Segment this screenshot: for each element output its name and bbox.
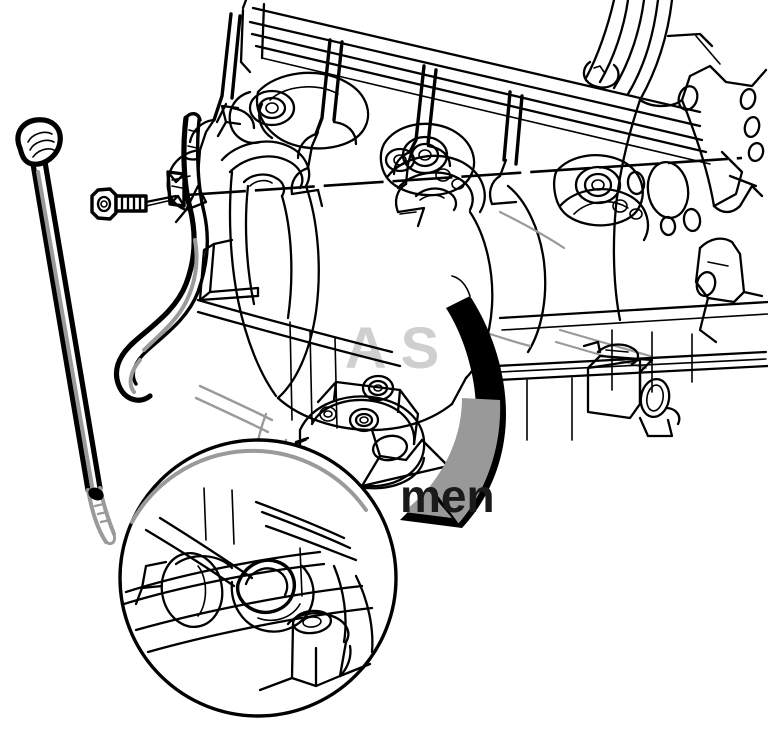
oil-pan-rail: [494, 300, 768, 441]
callout-curved-arrow: [400, 275, 506, 528]
watermark-faint-text: A S: [345, 316, 440, 381]
watermark-text: men: [400, 470, 495, 522]
intake-manifold: [166, 0, 711, 242]
callout-leader-dashed-line: [185, 156, 743, 197]
watermark-faint-layer: A S: [345, 316, 440, 381]
tube-retaining-bolt: [90, 187, 178, 221]
watermark-layer: men: [400, 470, 495, 522]
tube-bore-detail-inset: [118, 438, 398, 718]
timing-cover: [694, 150, 764, 344]
tube-mounting-bracket: [166, 170, 186, 208]
engine-block: [196, 0, 768, 488]
oil-level-indicator-tube: [113, 112, 210, 403]
oil-level-indicator-dipstick: [15, 117, 116, 546]
